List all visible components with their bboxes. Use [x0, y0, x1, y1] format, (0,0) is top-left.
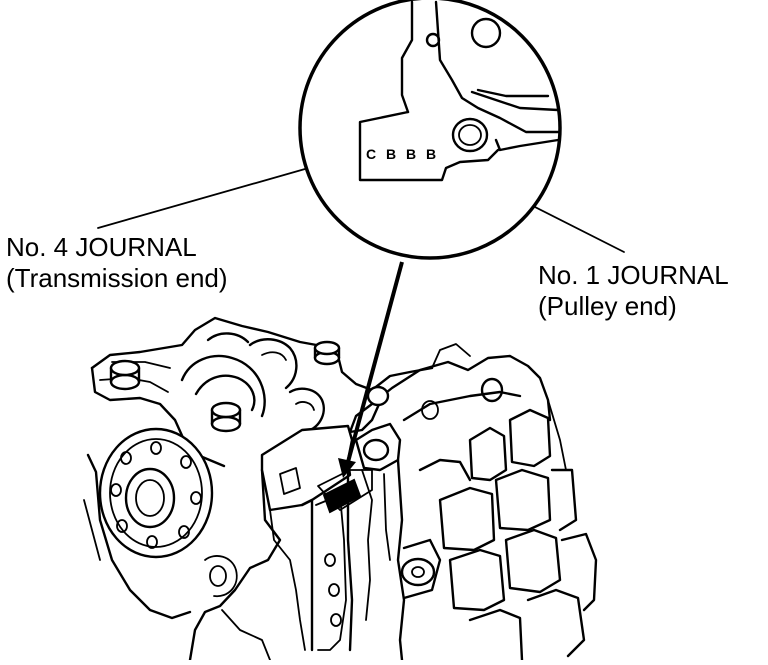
bolt-boss: [313, 340, 341, 366]
bore-code-text: C B B B: [366, 146, 439, 162]
callout-labels: No. 4 JOURNAL (Transmission end) No. 1 J…: [6, 232, 729, 321]
journal4-label: No. 4 JOURNAL: [6, 232, 197, 262]
journal4-sublabel: (Transmission end): [6, 263, 228, 293]
magnifier-circle: C B B B: [298, 0, 562, 260]
bolt-boss: [109, 359, 141, 391]
crank-pulley: [98, 427, 214, 559]
engine-block: [83, 316, 598, 662]
journal1-sublabel: (Pulley end): [538, 291, 677, 321]
journal1-label: No. 1 JOURNAL: [538, 260, 729, 290]
bolt-boss: [210, 401, 242, 433]
